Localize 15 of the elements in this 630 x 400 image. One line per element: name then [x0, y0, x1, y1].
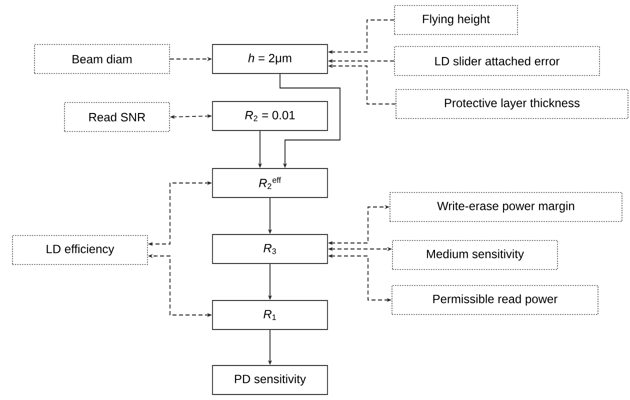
parameter-box: R$_{1}$ — [212, 300, 328, 330]
parameter-box: R$_{2}$eff — [212, 168, 328, 198]
factor-box: LD efficiency — [12, 235, 148, 265]
parameter-box: R$_{3}$ — [212, 234, 328, 264]
factor-box: Read SNR — [64, 102, 170, 132]
factor-box: LD slider attached error — [394, 46, 600, 76]
parameter-box: h = 2μm — [212, 44, 328, 74]
factor-box: Medium sensitivity — [392, 240, 558, 270]
parameter-box: R$_{2}$ = 0.01 — [212, 101, 328, 131]
factor-box: Flying height — [394, 5, 518, 35]
factor-box: Protective layer thickness — [396, 89, 628, 119]
factor-box: Beam diam — [34, 44, 170, 74]
factor-box: Permissible read power — [392, 285, 598, 315]
parameter-box: PD sensitivity — [212, 365, 328, 395]
factor-box: Write-erase power margin — [390, 192, 622, 222]
